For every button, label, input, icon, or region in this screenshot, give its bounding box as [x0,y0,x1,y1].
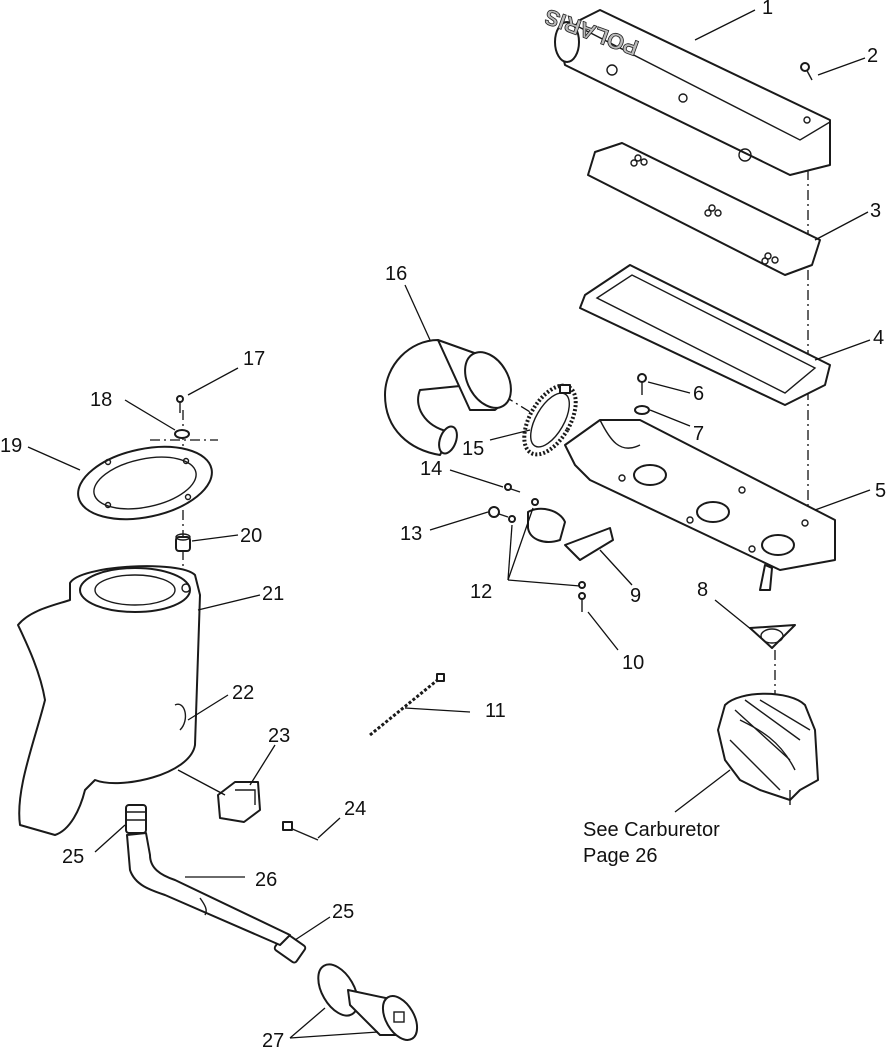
airbox-cover: POLARIS [541,3,831,176]
callout-17: 17 [243,348,265,370]
screw-17 [176,395,184,413]
ring-gasket [77,445,213,521]
drain-tube [126,832,291,946]
callout-16: 16 [385,263,407,285]
filter-plate [587,142,821,276]
callout-26: 26 [255,869,277,891]
callout-24: 24 [344,798,366,820]
leader-lines [27,9,871,1039]
grommet-20 [175,533,191,552]
nuts-12 [508,498,586,589]
coupling-top [125,804,147,834]
intake-boot [384,339,512,456]
bracket [527,507,614,561]
callout-15: 15 [462,438,484,460]
cable-tie [369,673,445,737]
drain-fitting [317,963,419,1041]
callout-11: 11 [485,700,506,722]
callout-27: 27 [262,1030,284,1049]
callout-25-bottom: 25 [332,901,354,923]
callout-4: 4 [873,327,884,349]
screw-6 [637,373,647,395]
screw-2 [800,62,813,81]
callout-1: 1 [762,0,773,19]
carb-flange-gasket [749,624,796,649]
callout-8: 8 [697,579,708,601]
washer-18 [174,429,190,439]
carburetor [717,692,819,805]
callout-6: 6 [693,383,704,405]
gasket-frame [579,264,831,406]
airbox-base [564,419,836,591]
alignment-line-boot [469,374,536,416]
callout-10: 10 [622,652,644,674]
callout-7: 7 [693,423,704,445]
washer-7 [634,405,650,415]
screw-10 [578,592,586,612]
note-page-ref: Page 26 [583,845,658,867]
callout-3: 3 [870,200,881,222]
callout-21: 21 [262,583,284,605]
callout-22: 22 [232,682,254,704]
hose-clamp [522,383,578,457]
clip-23 [217,781,261,823]
callout-18: 18 [90,389,112,411]
pin-24 [282,821,319,841]
callout-20: 20 [240,525,262,547]
callout-2: 2 [867,45,878,67]
callout-9: 9 [630,585,641,607]
intake-silencer [17,565,201,836]
screw-14 [504,483,521,493]
screw-13 [488,506,509,518]
callout-19: 19 [0,435,22,457]
callout-5: 5 [875,480,886,502]
callout-12: 12 [470,581,492,603]
callout-23: 23 [268,725,290,747]
callout-14: 14 [420,458,442,480]
callout-25-top: 25 [62,846,84,868]
callout-13: 13 [400,523,422,545]
note-see-carburetor: See Carburetor [583,819,720,841]
